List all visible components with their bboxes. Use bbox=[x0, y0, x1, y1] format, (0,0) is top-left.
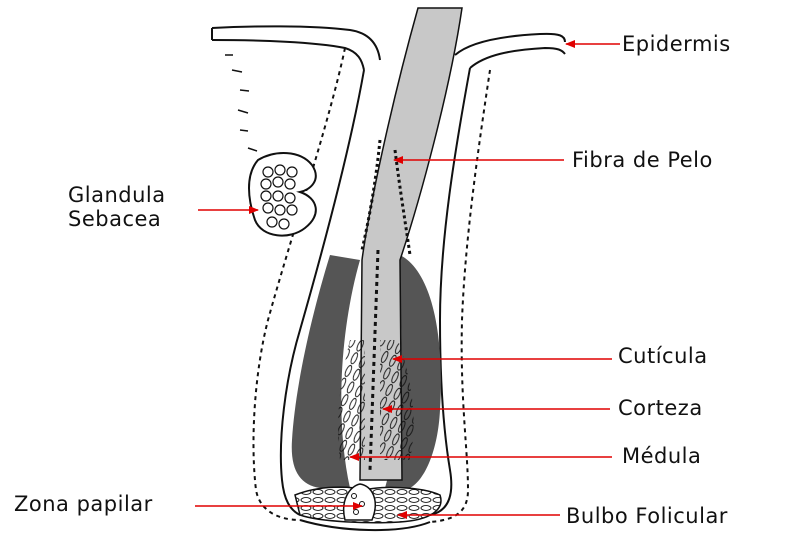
label-papillary-zone: Zona papilar bbox=[14, 492, 153, 516]
label-sebaceous-gland-line1: Glandula bbox=[68, 183, 166, 207]
sebaceous-gland bbox=[249, 153, 316, 236]
label-cortex: Corteza bbox=[618, 396, 703, 420]
label-hair-fiber: Fibra de Pelo bbox=[572, 148, 713, 172]
label-cuticle: Cutícula bbox=[618, 344, 708, 368]
label-medulla: Médula bbox=[622, 444, 701, 468]
label-epidermis: Epidermis bbox=[622, 32, 731, 56]
label-sebaceous-gland-line2: Sebacea bbox=[68, 207, 161, 231]
label-follicular-bulb: Bulbo Folicular bbox=[566, 504, 728, 528]
